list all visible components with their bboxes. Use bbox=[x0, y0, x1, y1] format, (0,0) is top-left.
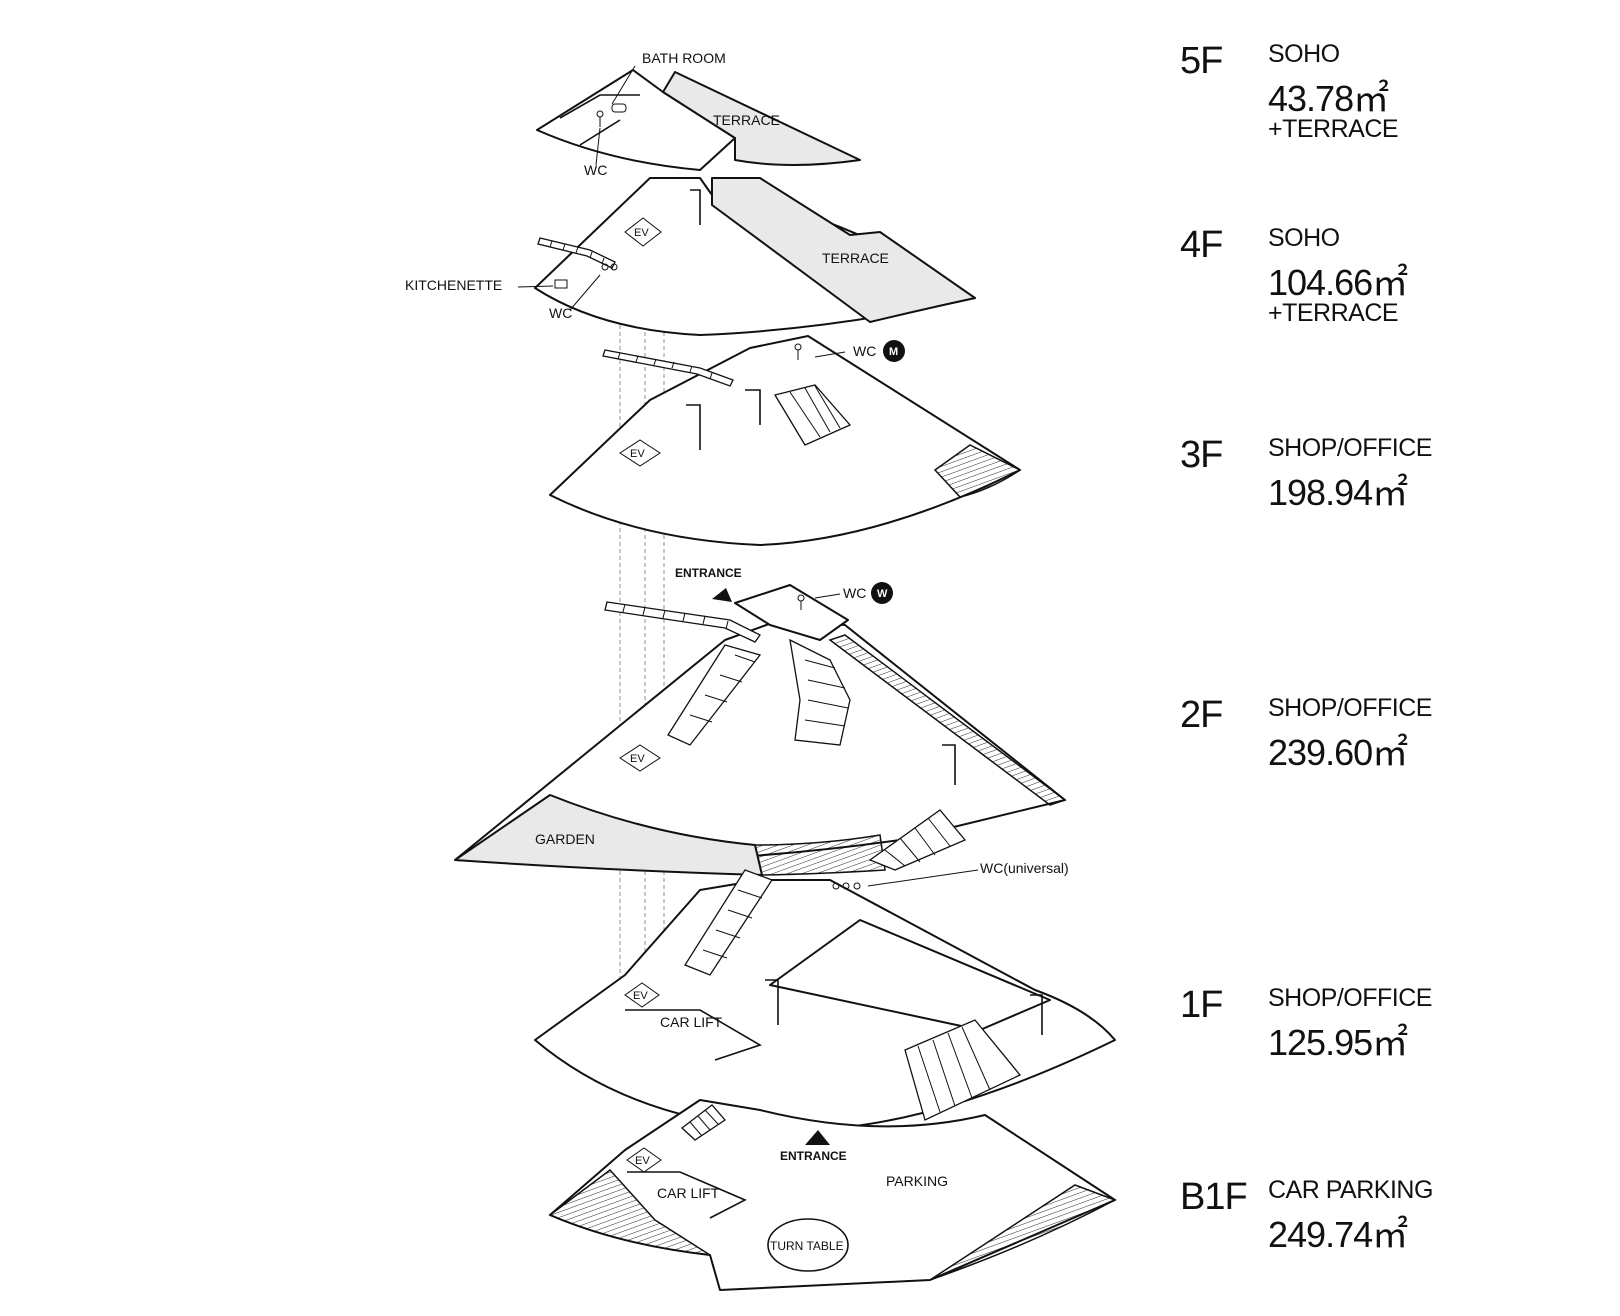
stair-b1f bbox=[680, 1104, 726, 1141]
label-car-lift-1f: CAR LIFT bbox=[660, 1014, 723, 1030]
elevator-2f: EV bbox=[619, 744, 661, 772]
label-kitchenette: KITCHENETTE bbox=[405, 277, 502, 293]
women-badge-text: W bbox=[877, 588, 888, 600]
label-wc-5f: WC bbox=[584, 162, 607, 178]
floor-level-1f: 1F bbox=[1180, 984, 1223, 1026]
stair-3f-spiral bbox=[773, 384, 852, 446]
label-terrace-4f: TERRACE bbox=[822, 250, 889, 266]
label-wc-universal: WC(universal) bbox=[980, 860, 1069, 876]
entrance-arrow-2f bbox=[712, 588, 732, 602]
floor-b1f-plan: EV TURN TABLE ENTRANCE PARKING CAR LIFT bbox=[548, 1099, 1117, 1291]
stair-2f-spiral bbox=[789, 638, 851, 746]
floor-area-1f: 125.95㎡ bbox=[1268, 1022, 1408, 1063]
floor-level-3f: 3F bbox=[1180, 434, 1223, 476]
floor-level-b1f: B1F bbox=[1180, 1176, 1248, 1218]
stair-1f-diagonal bbox=[684, 869, 773, 976]
label-wc-3f: WC bbox=[853, 343, 876, 359]
ev-label-4f: EV bbox=[634, 227, 649, 239]
elevator-4f: EV bbox=[624, 217, 662, 247]
floor-level-4f: 4F bbox=[1180, 224, 1223, 266]
label-wc-2f: WC bbox=[843, 585, 866, 601]
elevator-1f: EV bbox=[624, 982, 660, 1008]
label-car-lift-b1f: CAR LIFT bbox=[657, 1185, 720, 1201]
floor-area-5f: 43.78㎡ bbox=[1268, 78, 1389, 119]
ev-label-b1f: EV bbox=[635, 1155, 650, 1167]
elevator-b1f: EV bbox=[626, 1147, 662, 1173]
floor-area-3f: 198.94㎡ bbox=[1268, 472, 1408, 513]
floor-1f-plan: EV WC(universal) CAR LIFT bbox=[534, 860, 1116, 1132]
stair-1f-lower bbox=[904, 1019, 1022, 1121]
wc-4f-icon bbox=[601, 263, 618, 271]
floor-area-4f: 104.66㎡ bbox=[1268, 262, 1408, 303]
floor-area-b1f: 249.74㎡ bbox=[1268, 1214, 1408, 1255]
floor-5f-plan: BATH ROOM TERRACE WC bbox=[536, 50, 861, 178]
floor-2f-plan: EV ENTRANCE WC W GARDEN bbox=[454, 566, 1067, 876]
women-badge: W bbox=[871, 582, 893, 604]
floor-use-5f: SOHO bbox=[1268, 40, 1340, 68]
label-terrace-5f: TERRACE bbox=[713, 112, 780, 128]
floor-use-2f: SHOP/OFFICE bbox=[1268, 694, 1432, 722]
floor-level-2f: 2F bbox=[1180, 694, 1223, 736]
wc-2f-icon bbox=[797, 594, 805, 610]
ev-label-2f: EV bbox=[630, 753, 645, 765]
label-entrance-b1f: ENTRANCE bbox=[780, 1149, 847, 1163]
label-wc-4f: WC bbox=[549, 305, 572, 321]
label-garden: GARDEN bbox=[535, 831, 595, 847]
floor-area-2f: 239.60㎡ bbox=[1268, 732, 1408, 773]
floor-use-b1f: CAR PARKING bbox=[1268, 1176, 1433, 1204]
floor-3f-plan: EV WC M bbox=[549, 335, 1022, 546]
wc-universal-icon bbox=[832, 882, 861, 890]
ev-label-1f: EV bbox=[633, 990, 648, 1002]
label-bath-room: BATH ROOM bbox=[642, 50, 726, 66]
floor-use-4f: SOHO bbox=[1268, 224, 1340, 252]
wc-3f-icon bbox=[794, 343, 802, 360]
floor-4f-plan: EV TERRACE KITCHENETTE WC bbox=[405, 177, 976, 336]
bathtub-icon bbox=[611, 103, 627, 113]
floor-extra-4f: +TERRACE bbox=[1268, 299, 1399, 327]
floor-use-1f: SHOP/OFFICE bbox=[1268, 984, 1432, 1012]
stair-3f-straight bbox=[602, 349, 734, 387]
elevator-3f: EV bbox=[619, 439, 661, 467]
toilet-icon bbox=[596, 110, 604, 127]
label-parking: PARKING bbox=[886, 1173, 948, 1189]
ev-label-3f: EV bbox=[630, 448, 645, 460]
entrance-arrow-b1f bbox=[805, 1130, 830, 1145]
label-turn-table: TURN TABLE bbox=[770, 1239, 844, 1253]
turn-table bbox=[767, 1218, 849, 1272]
kitchenette-icon bbox=[554, 279, 568, 289]
stair-2f-lower bbox=[868, 809, 967, 871]
floor-extra-5f: +TERRACE bbox=[1268, 115, 1399, 143]
floor-use-3f: SHOP/OFFICE bbox=[1268, 434, 1432, 462]
floor-level-5f: 5F bbox=[1180, 40, 1223, 82]
stair-2f-straight bbox=[604, 601, 761, 643]
label-entrance-2f: ENTRANCE bbox=[675, 566, 742, 580]
stair-4f bbox=[537, 237, 616, 269]
men-badge-text: M bbox=[889, 346, 898, 358]
men-badge: M bbox=[883, 340, 905, 362]
stair-2f-diagonal bbox=[667, 644, 762, 746]
